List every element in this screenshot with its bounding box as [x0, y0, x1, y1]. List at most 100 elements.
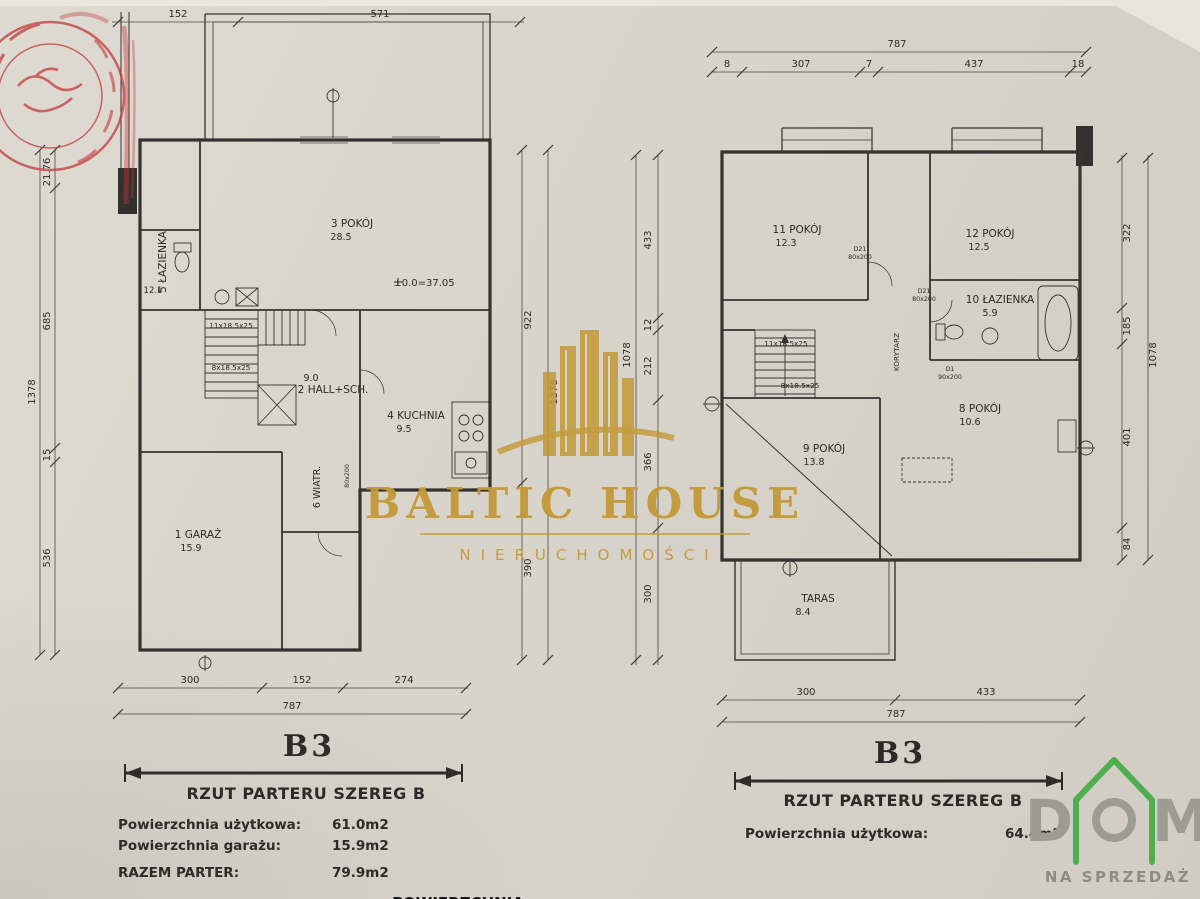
right-plan: 11 POKÓJ 12.3 12 POKÓJ 12.5 10 ŁAZIENKA …: [622, 39, 1159, 842]
room-area: 15.9: [180, 543, 201, 554]
room-label: TARAS: [800, 593, 835, 605]
dim-label: 18: [1072, 59, 1085, 70]
bathroom-fixtures: [173, 242, 259, 307]
stamp-icon: [0, 11, 136, 205]
house-icon: [1073, 757, 1155, 865]
bathroom-fixtures: [935, 285, 1079, 361]
room-area: 10.6: [959, 417, 980, 428]
axis-marker: [198, 88, 340, 671]
dim-label: 12: [643, 319, 654, 332]
room-label: 9 POKÓJ: [803, 442, 845, 455]
door-label: 80x200: [912, 296, 936, 303]
room-area: 12.1: [144, 286, 163, 296]
dim-label: 685: [42, 311, 53, 330]
room-label: 12 POKÓJ: [966, 227, 1015, 240]
dim-label: 787: [887, 39, 906, 50]
dim-label: 390: [523, 558, 534, 577]
dim-label: 8: [724, 59, 730, 70]
door-label: D21: [918, 288, 931, 295]
area-row-label: Powierzchnia użytkowa:: [745, 826, 928, 842]
dim-label: 15: [42, 449, 53, 462]
dim-label: 401: [1122, 427, 1133, 446]
dim-label: 307: [791, 59, 810, 70]
dim-label: 571: [370, 9, 389, 20]
baltic-house-logo: BALTIC HOUSE NIERUCHOMOŚCI: [365, 330, 805, 564]
area-row-value: 15.9m2: [332, 838, 389, 854]
corridor-label: KORYTARZ: [892, 333, 901, 371]
dim-label: 152: [168, 9, 187, 20]
left-plan: 3 POKÓJ 28.5 5 ŁAZIENKA 12.1 4 KUCHNIA 9…: [27, 9, 560, 881]
room-area: 28.5: [330, 232, 351, 243]
washer-icon: [235, 287, 259, 307]
paper-top-edge: [0, 0, 1200, 6]
door-label: D1: [946, 366, 955, 373]
dim-label: 437: [964, 59, 983, 70]
stairs-icon: [204, 309, 306, 426]
dim-label: 1078: [1148, 342, 1159, 367]
area-row-value: 61.0m2: [332, 817, 389, 833]
toilet-icon: [173, 242, 192, 273]
door-label: 80x200: [848, 254, 872, 261]
dim-label: 152: [292, 675, 311, 686]
dim-label: 7: [866, 59, 872, 70]
room-area: 12.3: [775, 238, 796, 249]
dim-label: 922: [523, 310, 534, 329]
room-label: 1 GARAŻ: [175, 528, 222, 541]
dim-label: 787: [886, 709, 905, 720]
dom-logo: D M NA SPRZEDAŻ: [1025, 757, 1200, 886]
dim-label: 433: [643, 230, 654, 249]
dim-label: 300: [180, 675, 199, 686]
room-label: 4 KUCHNIA: [387, 410, 445, 422]
plan-subtitle: RZUT PARTERU SZEREG B: [186, 784, 425, 803]
dom-subtitle: NA SPRZEDAŻ: [1045, 867, 1191, 886]
dom-letter-d: D: [1025, 787, 1073, 855]
kitchen-fixtures: [451, 401, 491, 479]
dim-label: 322: [1122, 223, 1133, 242]
area-row-label: Powierzchnia użytkowa:: [118, 817, 301, 833]
footer-cut-text: POWIERZCHNIA: [392, 894, 524, 899]
dim-label: 84: [1122, 538, 1133, 551]
watermark-title: BALTIC HOUSE: [365, 479, 805, 528]
door-label: 80x200: [344, 464, 351, 488]
dim-label: 21.76: [42, 158, 53, 187]
sink-icon: [454, 451, 488, 475]
room-label: 11 POKÓJ: [773, 223, 822, 236]
room-label: 2 HALL+SCH.: [298, 384, 369, 396]
left-plan-dimensions: [34, 16, 554, 720]
stove-icon: [458, 414, 484, 442]
axis-marker: [703, 396, 1095, 577]
room-label: 10 ŁAZIENKA: [966, 294, 1035, 306]
area-row-value: 79.9m2: [332, 865, 389, 881]
stair-label: 11x18.5x25: [764, 339, 807, 348]
room-label: 3 POKÓJ: [331, 217, 373, 230]
dim-label: 1078: [622, 342, 633, 367]
door-label: D21: [854, 246, 867, 253]
room-label: 8 POKÓJ: [959, 402, 1001, 415]
dim-label: 1378: [27, 379, 38, 404]
dom-letter-o: [1092, 798, 1136, 842]
dim-label: 185: [1122, 316, 1133, 335]
plan-title: B3: [874, 736, 926, 771]
room-area: 8.4: [795, 607, 810, 618]
dim-label: 787: [282, 701, 301, 712]
room-area: 13.8: [803, 457, 824, 468]
area-row-label: Powierzchnia garażu:: [118, 838, 281, 854]
washbasin-icon: [981, 327, 999, 345]
bathtub-icon: [1037, 285, 1079, 361]
dim-label: 300: [796, 687, 815, 698]
swoosh-icon: [496, 426, 675, 455]
right-plan-walls: [703, 126, 1095, 661]
right-plan-dimensions: [630, 46, 1154, 728]
toilet-icon: [935, 323, 964, 341]
room-area: 12.5: [968, 242, 989, 253]
chimney-block: [118, 168, 137, 214]
title-arrow: [124, 764, 463, 782]
plan-subtitle: RZUT PARTERU SZEREG B: [783, 791, 1022, 810]
room-label: 6 WIATR.: [312, 466, 323, 508]
room-area: 5.9: [982, 308, 997, 319]
dim-label: 366: [643, 452, 654, 471]
left-plan-walls: [118, 12, 492, 671]
dim-label: 274: [394, 675, 413, 686]
room-area: 9.0: [303, 373, 318, 384]
